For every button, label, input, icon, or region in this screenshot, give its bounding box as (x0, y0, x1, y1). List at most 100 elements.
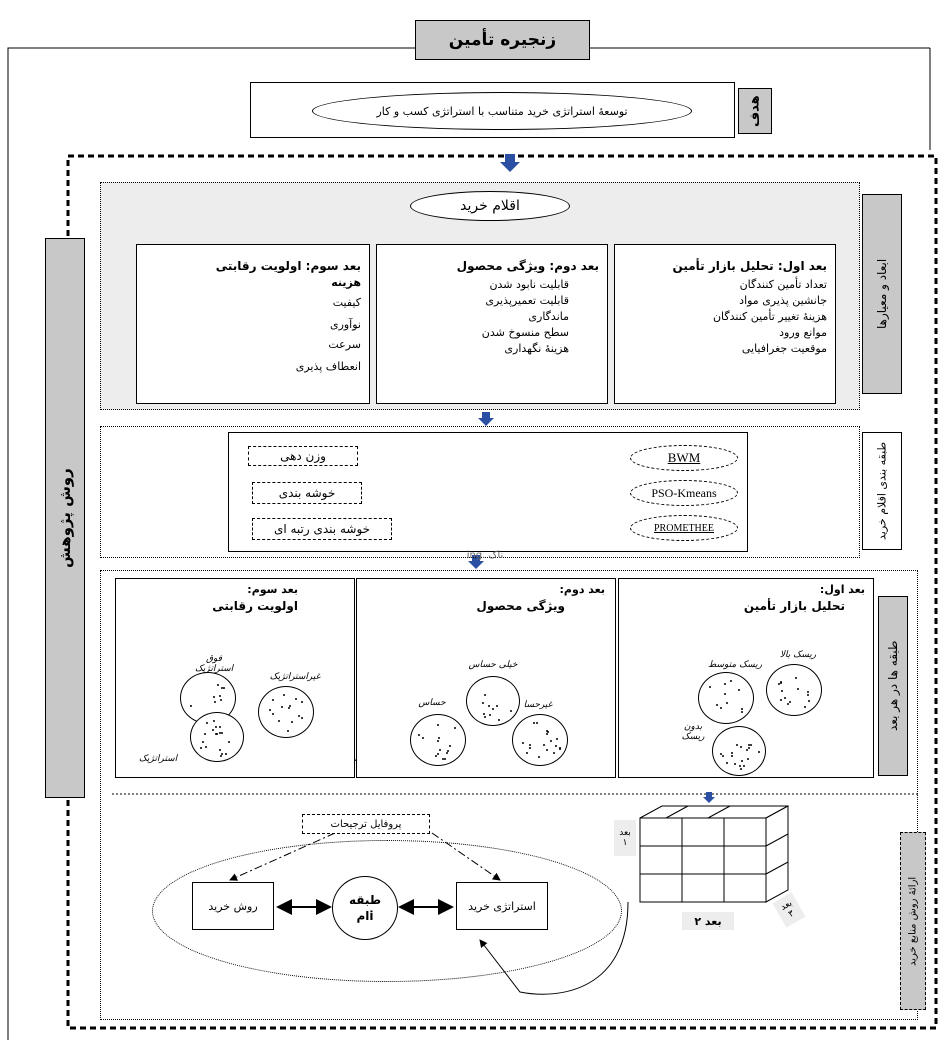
cluster-point (730, 679, 733, 682)
cluster-point (720, 707, 723, 710)
cluster-d2-title: ویژگی محصول (476, 599, 565, 613)
cluster-point (213, 695, 216, 698)
cube-dimension-2-label: بعد ۲ (682, 912, 734, 930)
dimension-2-box: بعد دوم: ویژگی محصول قابلیت نابود شدن قا… (376, 244, 608, 404)
cluster-sensitive (410, 714, 466, 766)
class-i-line1: طبقه (348, 893, 382, 907)
cluster-point (215, 726, 218, 729)
cluster-point (268, 708, 271, 711)
dimension-3-box: بعد سوم: اولویت رقابتی هزینه کیفیت نوآور… (136, 244, 370, 404)
cluster-point (778, 682, 781, 685)
cluster-point (298, 715, 301, 718)
cluster-point (739, 765, 742, 768)
dimension-2-item: هزینهٔ نگهداری (504, 342, 569, 355)
supply-chain-title: زنجیره تأمین (415, 20, 590, 60)
cluster-point (291, 720, 294, 723)
cluster-point (482, 713, 485, 716)
cluster-point (747, 744, 750, 747)
purchase-items: اقلام خرید (410, 191, 570, 221)
cluster-point (287, 730, 290, 733)
dimension-3-item: نوآوری (329, 318, 361, 331)
method-caption: ing. ناک (466, 550, 504, 561)
cluster-point (438, 737, 441, 740)
method-promethee-text: PROMETHEE (654, 522, 714, 534)
cluster-point (783, 697, 786, 700)
cluster-point (734, 763, 737, 766)
cluster-point (779, 698, 782, 701)
sourcing-label: ارائهٔ روش منابع خرید (900, 832, 926, 1010)
cluster-point (444, 757, 447, 760)
class-i-circle: طبقه iام (332, 876, 398, 940)
cube-d3-line2: ۳ (786, 908, 797, 920)
cluster-point (723, 683, 726, 686)
cluster-point (803, 705, 806, 708)
cluster-point (510, 710, 513, 713)
cluster-point (546, 729, 549, 732)
goal-text: توسعهٔ استراتژی خرید متناسب با استراتژی … (312, 92, 692, 130)
ranking-label: خوشه بندی رتبه ای (252, 518, 392, 540)
cluster-point (553, 752, 556, 755)
cluster-label: فوق استراتژیک (194, 654, 234, 674)
cluster-point (545, 733, 548, 736)
clustering-label: خوشه بندی (252, 482, 362, 504)
cluster-point (214, 700, 217, 703)
cluster-point (559, 748, 562, 751)
method-bwm: BWM (630, 445, 738, 471)
cluster-label: خیلی حساس (468, 660, 518, 670)
cluster-medium-risk (698, 672, 754, 724)
cluster-point (447, 750, 450, 753)
cluster-point (546, 731, 549, 734)
goal-label: هدف (738, 88, 772, 134)
cluster-d2-head: بعد دوم: (559, 583, 605, 596)
cluster-label: بدون ریسک (681, 722, 705, 742)
cluster-point (737, 688, 740, 691)
cluster-point (437, 740, 440, 743)
cluster-point (189, 704, 192, 707)
dimension-1-item: تعداد تأمین کنندگان (739, 278, 827, 291)
cluster-point (454, 727, 457, 730)
cluster-point (221, 687, 224, 690)
dimension-1-item: جانشین پذیری مواد (739, 294, 827, 307)
cluster-point (219, 748, 222, 751)
cluster-point (219, 732, 222, 735)
cluster-point (758, 751, 761, 754)
cluster-insensitive (512, 714, 568, 766)
cluster-point (781, 690, 784, 693)
cluster-point (538, 756, 541, 759)
cluster-point (422, 737, 425, 740)
cluster-point (536, 722, 539, 725)
cluster-point (301, 700, 304, 703)
cluster-point (271, 712, 274, 715)
method-pso-kmeans-text: PSO-Kmeans (651, 485, 717, 500)
cluster-point (219, 698, 222, 701)
cluster-strategic (190, 712, 244, 762)
dimension-1-box: بعد اول: تحلیل بازار تأمین تعداد تأمین ک… (614, 244, 836, 404)
cluster-point (199, 747, 202, 750)
cluster-point (731, 752, 734, 755)
cluster-point (227, 740, 230, 743)
cluster-point (288, 706, 291, 709)
cluster-point (788, 701, 791, 704)
dimension-2-title: بعد دوم: ویژگی محصول (456, 259, 599, 273)
dimension-1-item: موقعیت جغرافیایی (741, 342, 827, 355)
dimension-2-item: سطح منسوخ شدن (481, 326, 569, 339)
cluster-point (223, 687, 226, 690)
cluster-point (556, 738, 558, 741)
cluster-point (555, 744, 558, 747)
cluster-label: غیراستراتژیک (269, 672, 321, 682)
cluster-point (532, 722, 535, 725)
classification-label: طبقه بندی اقلام خرید (862, 432, 902, 550)
cluster-point (709, 686, 712, 689)
cluster-very-sensitive (466, 676, 520, 726)
cluster-point (438, 749, 441, 752)
cluster-point (491, 707, 494, 710)
cluster-point (522, 742, 525, 745)
cluster-point (483, 693, 486, 696)
cluster-point (720, 752, 723, 755)
cluster-point (489, 714, 492, 717)
cluster-point (435, 755, 438, 758)
cube-dimension-1-label: بعد ۱ (614, 820, 636, 856)
cluster-point (779, 680, 782, 683)
dimension-3-item: کیفیت (332, 296, 361, 309)
research-method-label: روش پژوهش (45, 238, 85, 798)
